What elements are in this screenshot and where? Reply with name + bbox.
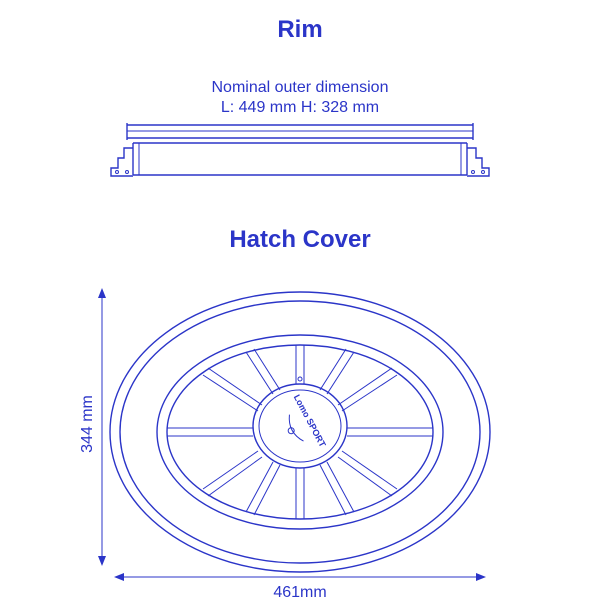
arrow-left-icon [114, 573, 124, 581]
rim-dimension-values: L: 449 mm H: 328 mm [220, 99, 380, 116]
hatch-cover-drawing: Lomo SPORT [109, 291, 491, 573]
width-dimension-line [114, 573, 486, 581]
height-dimension-line [98, 288, 106, 566]
hatch-cover-title: Hatch Cover [229, 226, 371, 253]
rim-profile-drawing [110, 123, 490, 177]
brand-logo: Lomo SPORT [287, 393, 328, 449]
rim-dimension-caption: Nominal outer dimension [211, 79, 389, 96]
brand-logo-text: Lomo SPORT [292, 393, 328, 449]
arrow-down-icon [98, 556, 106, 566]
height-dimension-label: 344 mm [79, 395, 96, 453]
arrow-up-icon [98, 288, 106, 298]
rim-title: Rim [277, 16, 323, 43]
width-dimension-label: 461mm [273, 584, 327, 601]
cover-spokes [167, 345, 433, 519]
arrow-right-icon [476, 573, 486, 581]
